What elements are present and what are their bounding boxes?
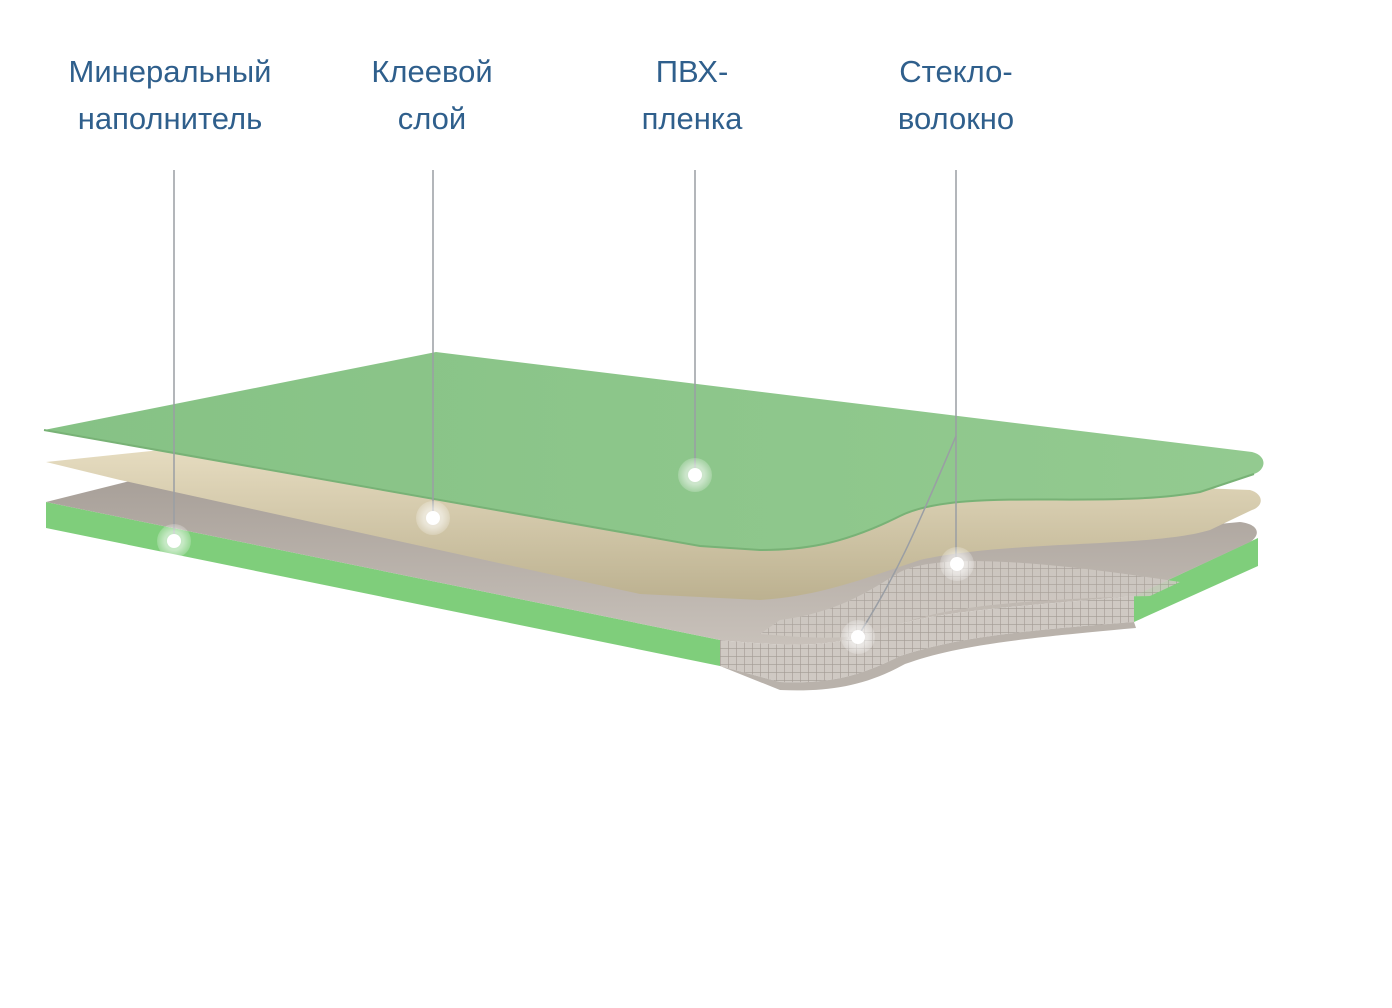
marker-mineral-filler[interactable] xyxy=(157,524,191,558)
marker-fiberglass[interactable] xyxy=(940,547,974,581)
label-pvc-film: ПВХ- пленка xyxy=(641,54,743,136)
fiberglass-mesh xyxy=(720,596,1134,683)
mineral-filler-side-green xyxy=(46,502,720,666)
marker-fiberglass-lower[interactable] xyxy=(841,620,875,654)
pvc-film xyxy=(44,352,1264,550)
marker-pvc-film[interactable] xyxy=(678,458,712,492)
marker-glue-layer[interactable] xyxy=(416,501,450,535)
label-fiberglass: Стекло- волокно xyxy=(897,54,1015,136)
core-bottom-shadow xyxy=(720,622,1136,691)
leader-lines xyxy=(173,170,957,637)
pvc-film-edge xyxy=(43,429,1255,552)
label-glue-layer: Клеевой слой xyxy=(371,54,493,136)
fiberglass-mesh-top xyxy=(760,561,1180,638)
mineral-filler-side-green-right xyxy=(1134,538,1258,622)
label-mineral-filler: Минеральный наполнитель xyxy=(68,54,272,136)
